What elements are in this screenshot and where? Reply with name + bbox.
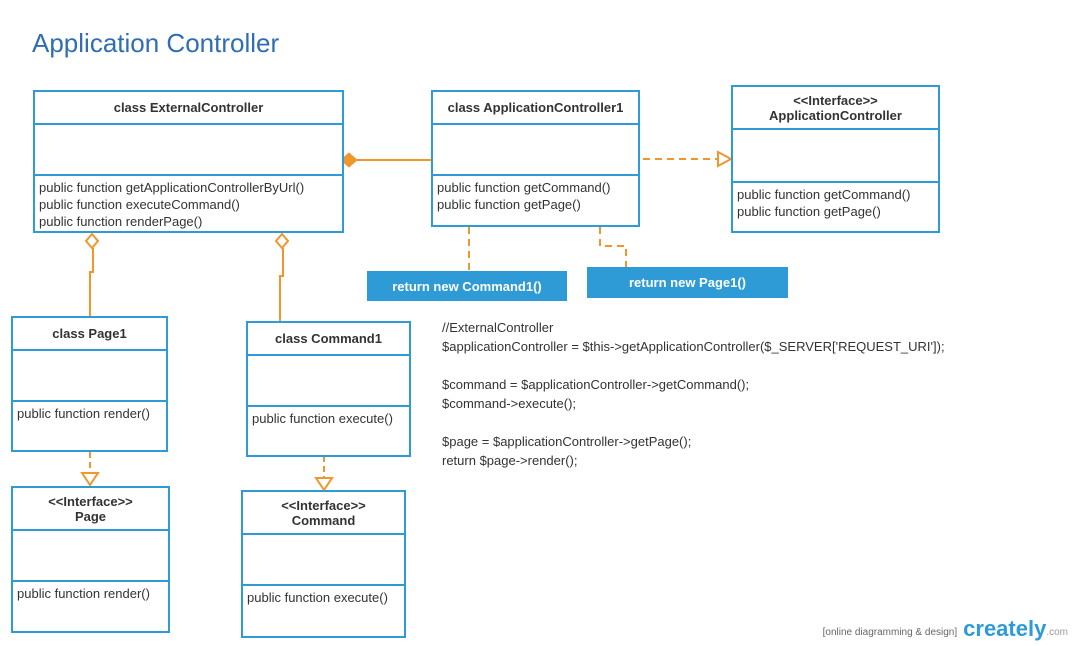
class-header: class ApplicationController1	[433, 92, 638, 125]
class-operations: public function getCommand() public func…	[733, 183, 938, 220]
class-page1[interactable]: class Page1 public function render()	[11, 316, 168, 452]
class-header: <<Interface>> ApplicationController	[733, 87, 938, 130]
class-operations: public function render()	[13, 402, 166, 422]
class-operations: public function execute()	[243, 586, 404, 606]
operation: public function execute()	[252, 411, 393, 426]
class-operations: public function execute()	[248, 407, 409, 427]
operation: public function render()	[17, 586, 150, 601]
class-header: class ExternalController	[35, 92, 342, 125]
note-return-page1[interactable]: return new Page1()	[587, 267, 788, 298]
stereotype-label: <<Interface>>	[281, 497, 366, 513]
code-line	[442, 413, 945, 432]
operation: public function getPage()	[437, 197, 581, 212]
stereotype-label: <<Interface>>	[793, 92, 878, 108]
class-application-controller1[interactable]: class ApplicationController1 public func…	[431, 90, 640, 227]
class-header: <<Interface>> Page	[13, 488, 168, 531]
aggregation-connector-page1[interactable]	[84, 232, 100, 316]
creately-logo: creately	[963, 616, 1047, 641]
interface-name: Command	[291, 512, 356, 528]
interface-page[interactable]: <<Interface>> Page public function rende…	[11, 486, 170, 633]
operation: public function renderPage()	[39, 214, 203, 229]
operation: public function getCommand()	[437, 180, 611, 195]
operation: public function getPage()	[737, 204, 881, 219]
realization-connector-command[interactable]	[314, 456, 334, 492]
code-line: $applicationController = $this->getAppli…	[442, 339, 945, 354]
code-line	[442, 356, 945, 375]
class-attributes	[13, 351, 166, 402]
class-external-controller[interactable]: class ExternalController public function…	[33, 90, 344, 233]
class-operations: public function getApplicationController…	[35, 176, 342, 230]
interface-name: Page	[74, 508, 107, 524]
operation: public function render()	[17, 406, 150, 421]
footer-tld: .com	[1046, 627, 1068, 638]
stereotype-label: <<Interface>>	[48, 493, 133, 509]
code-line: return $page->render();	[442, 453, 578, 468]
operation: public function executeCommand()	[39, 197, 240, 212]
class-header: class Page1	[13, 318, 166, 351]
operation: public function getCommand()	[737, 187, 911, 202]
note-return-command1[interactable]: return new Command1()	[367, 271, 567, 301]
code-line: $command = $applicationController->getCo…	[442, 377, 750, 392]
footer-tagline: [online diagramming & design]	[822, 627, 958, 638]
class-operations: public function render()	[13, 582, 168, 602]
code-line: $command->execute();	[442, 396, 577, 411]
realization-connector-page[interactable]	[80, 452, 100, 487]
class-attributes	[248, 356, 409, 407]
note-link-page[interactable]	[599, 227, 627, 267]
composition-connector[interactable]	[340, 152, 431, 168]
class-header: class Command1	[248, 323, 409, 356]
class-operations: public function getCommand() public func…	[433, 176, 638, 213]
realization-connector-appctrl[interactable]	[643, 150, 734, 168]
operation: public function getApplicationController…	[39, 180, 305, 195]
diagram-title: Application Controller	[32, 28, 280, 58]
class-attributes	[733, 130, 938, 183]
code-snippet: //ExternalController $applicationControl…	[442, 318, 945, 470]
interface-application-controller[interactable]: <<Interface>> ApplicationController publ…	[731, 85, 940, 233]
class-attributes	[243, 535, 404, 586]
code-line: //ExternalController	[442, 320, 554, 335]
interface-name: ApplicationController	[769, 107, 902, 123]
class-attributes	[433, 125, 638, 176]
operation: public function execute()	[247, 590, 388, 605]
code-line: $page = $applicationController->getPage(…	[442, 434, 692, 449]
class-command1[interactable]: class Command1 public function execute()	[246, 321, 411, 457]
class-attributes	[35, 125, 342, 176]
aggregation-connector-command1[interactable]	[274, 232, 290, 321]
interface-command[interactable]: <<Interface>> Command public function ex…	[241, 490, 406, 638]
creately-footer[interactable]: [online diagramming & design] creately .…	[823, 616, 1068, 642]
class-attributes	[13, 531, 168, 582]
class-header: <<Interface>> Command	[243, 492, 404, 535]
